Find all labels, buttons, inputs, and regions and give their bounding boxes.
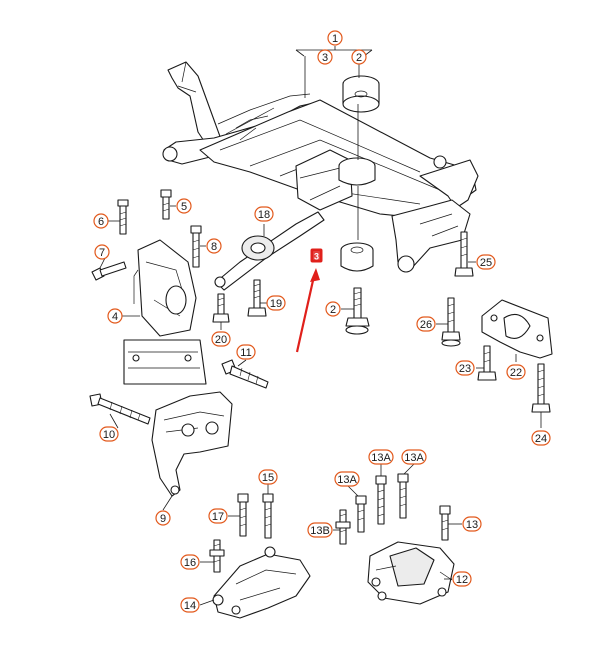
svg-text:17: 17 xyxy=(212,511,224,523)
bolt-13a-3 xyxy=(397,473,409,519)
bolt-26 xyxy=(441,297,461,347)
bolt-11 xyxy=(221,359,269,389)
callout-9[interactable]: 9 xyxy=(155,510,171,526)
callout-22[interactable]: 22 xyxy=(506,364,526,380)
svg-text:19: 19 xyxy=(270,298,282,310)
callout-20[interactable]: 20 xyxy=(211,331,231,347)
callout-5[interactable]: 5 xyxy=(176,198,192,214)
torque-rod xyxy=(214,211,325,291)
highlight-marker: 3 xyxy=(310,248,323,263)
bolt-24 xyxy=(531,363,551,413)
bolt-8 xyxy=(190,225,202,268)
bracket-9 xyxy=(151,391,233,497)
svg-text:11: 11 xyxy=(240,347,251,359)
svg-text:13A: 13A xyxy=(404,452,424,464)
callout-7[interactable]: 7 xyxy=(94,244,110,260)
bolt-17 xyxy=(237,493,249,537)
callout-12[interactable]: 12 xyxy=(452,571,472,587)
svg-text:25: 25 xyxy=(480,257,492,269)
svg-text:26: 26 xyxy=(420,319,432,331)
callout-2-mid[interactable]: 2 xyxy=(325,301,341,317)
mount-12 xyxy=(367,541,455,605)
svg-text:16: 16 xyxy=(184,557,196,569)
svg-text:6: 6 xyxy=(98,216,104,228)
svg-text:20: 20 xyxy=(215,334,227,346)
bolt-13a-1 xyxy=(355,495,367,533)
bolt-10 xyxy=(89,393,151,425)
engine-mount-left xyxy=(133,239,197,337)
callout-11[interactable]: 11 xyxy=(236,344,256,360)
callout-13a-1[interactable]: 13A xyxy=(334,471,360,487)
callout-13[interactable]: 13 xyxy=(462,516,482,532)
callouts: 1 3 2 5 6 7 8 4 18 19 20 2 25 26 22 xyxy=(93,30,551,613)
bolt-13 xyxy=(439,505,451,541)
svg-text:22: 22 xyxy=(510,367,522,379)
bracket-plate xyxy=(123,339,207,385)
callout-3-top[interactable]: 3 xyxy=(317,49,333,65)
svg-text:5: 5 xyxy=(181,201,187,213)
bolt-13a-2 xyxy=(375,475,387,525)
bolt-23 xyxy=(477,345,497,381)
callout-23[interactable]: 23 xyxy=(455,360,475,376)
bolt-19 xyxy=(247,279,267,317)
bushing-lower xyxy=(340,242,374,272)
callout-4[interactable]: 4 xyxy=(107,308,123,324)
callout-8[interactable]: 8 xyxy=(206,238,222,254)
callout-24[interactable]: 24 xyxy=(531,430,551,446)
bolt-6 xyxy=(117,199,129,235)
svg-text:13: 13 xyxy=(466,519,478,531)
svg-text:14: 14 xyxy=(184,600,196,612)
callout-17[interactable]: 17 xyxy=(208,508,228,524)
bolt-7 xyxy=(91,261,127,281)
svg-text:2: 2 xyxy=(356,52,362,64)
svg-text:9: 9 xyxy=(160,513,166,525)
svg-text:18: 18 xyxy=(258,209,270,221)
svg-text:24: 24 xyxy=(535,433,547,445)
bushing-upper xyxy=(342,75,380,113)
callout-13a-3[interactable]: 13A xyxy=(401,449,427,465)
svg-text:7: 7 xyxy=(99,247,105,259)
svg-text:15: 15 xyxy=(262,472,274,484)
callout-16[interactable]: 16 xyxy=(180,554,200,570)
svg-text:10: 10 xyxy=(103,429,115,441)
bolt-25 xyxy=(454,231,474,277)
svg-text:13A: 13A xyxy=(371,452,391,464)
callout-26[interactable]: 26 xyxy=(416,316,436,332)
callout-13b[interactable]: 13B xyxy=(307,522,333,538)
red-arrow xyxy=(295,268,320,353)
svg-text:2: 2 xyxy=(330,304,336,316)
callout-13a-2[interactable]: 13A xyxy=(368,449,394,465)
bolt-2-mid xyxy=(345,287,370,335)
bolt-20 xyxy=(212,293,230,323)
callout-2-top[interactable]: 2 xyxy=(351,49,367,65)
highlight-marker-label: 3 xyxy=(314,252,319,262)
callout-10[interactable]: 10 xyxy=(99,426,119,442)
svg-text:8: 8 xyxy=(211,241,217,253)
callout-1-top[interactable]: 1 xyxy=(327,30,343,46)
svg-text:1: 1 xyxy=(332,33,338,45)
bushing-frame xyxy=(338,157,376,186)
callout-25[interactable]: 25 xyxy=(476,254,496,270)
stud-13b xyxy=(335,509,351,545)
svg-text:23: 23 xyxy=(459,363,471,375)
callout-15[interactable]: 15 xyxy=(258,469,278,485)
svg-text:13A: 13A xyxy=(337,474,357,486)
svg-text:3: 3 xyxy=(322,52,328,64)
svg-text:13B: 13B xyxy=(310,525,330,537)
callout-14[interactable]: 14 xyxy=(180,597,200,613)
callout-19[interactable]: 19 xyxy=(266,295,286,311)
bolt-15 xyxy=(262,493,274,539)
bolt-5 xyxy=(160,189,172,220)
svg-text:12: 12 xyxy=(456,574,468,586)
subframe xyxy=(162,61,479,273)
callout-18[interactable]: 18 xyxy=(254,206,274,222)
callout-6[interactable]: 6 xyxy=(93,213,109,229)
stud-16 xyxy=(209,539,225,573)
svg-text:4: 4 xyxy=(112,311,118,323)
mount-14 xyxy=(212,546,311,619)
bracket-22 xyxy=(481,299,553,359)
